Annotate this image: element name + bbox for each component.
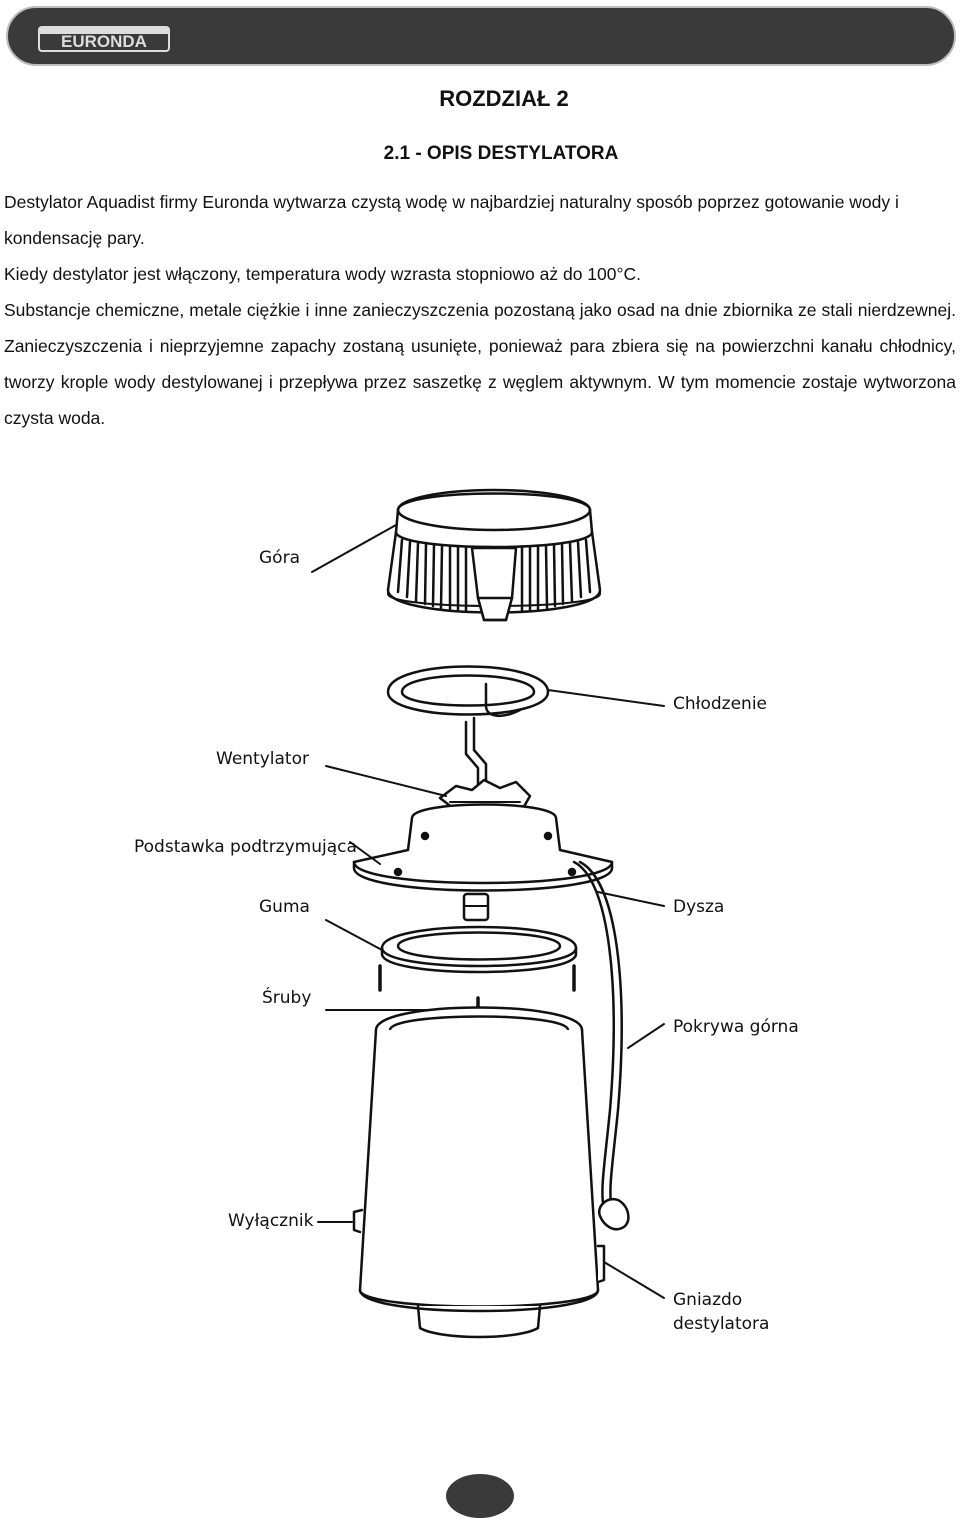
- top-housing-part: [386, 488, 602, 622]
- label-podstawka: Podstawka podtrzymująca: [134, 837, 357, 857]
- leader-line-gniazdo: [603, 1261, 665, 1299]
- label-gora: Góra: [259, 548, 300, 568]
- cooling-coil-part: [386, 665, 550, 790]
- logo-text: EURONDA: [61, 32, 147, 51]
- leader-line-wentylator: [325, 765, 447, 797]
- paragraph-temperature: Kiedy destylator jest włączony, temperat…: [4, 264, 641, 284]
- paragraph-process: Substancje chemiczne, metale ciężkie i i…: [4, 300, 956, 428]
- label-wentylator: Wentylator: [216, 749, 309, 769]
- leader-line-chlodzenie: [547, 689, 665, 707]
- paragraph-intro: Destylator Aquadist firmy Euronda wytwar…: [4, 192, 899, 248]
- label-gniazdo-line1: Gniazdo: [673, 1290, 743, 1310]
- nozzle-part: [462, 892, 490, 922]
- label-gniazdo-line2: destylatora: [673, 1314, 770, 1334]
- chapter-title: ROZDZIAŁ 2: [439, 86, 569, 111]
- label-chlodzenie: Chłodzenie: [673, 694, 768, 714]
- label-dysza: Dysza: [673, 897, 725, 917]
- leader-line-pokrywa: [627, 1023, 665, 1049]
- header-bar: [6, 6, 956, 66]
- section-title: 2.1 - OPIS DESTYLATORA: [383, 143, 619, 164]
- tank-body-part: [352, 1006, 630, 1339]
- distiller-diagram: [311, 488, 665, 1339]
- page-number-pill: [446, 1474, 514, 1518]
- leader-line-gora: [311, 524, 397, 573]
- leader-line-podstawka: [349, 841, 381, 865]
- rubber-gasket-part: [380, 925, 578, 974]
- euronda-logo: EURONDA: [38, 26, 170, 52]
- label-guma: Guma: [259, 897, 310, 917]
- leader-line-dysza: [597, 891, 665, 907]
- label-sruby: Śruby: [262, 988, 312, 1008]
- leader-line-guma: [325, 919, 383, 951]
- support-base-part: [352, 803, 614, 892]
- label-pokrywa: Pokrywa górna: [673, 1017, 799, 1037]
- label-wylacznik: Wyłącznik: [228, 1211, 314, 1231]
